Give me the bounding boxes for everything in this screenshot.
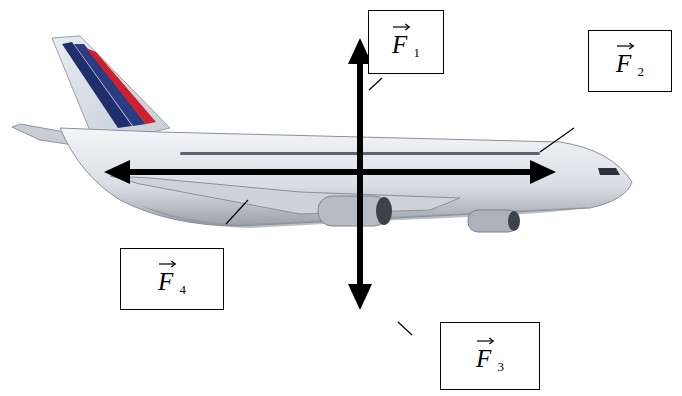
force-arrows bbox=[104, 38, 556, 310]
tail-stripe bbox=[74, 44, 146, 126]
vector-letter: F bbox=[392, 31, 407, 59]
force-label-box: F3 bbox=[440, 322, 540, 390]
vector-arrow bbox=[392, 23, 411, 31]
force-symbol: F1 bbox=[392, 23, 420, 61]
vector-index: 4 bbox=[179, 282, 186, 297]
leader-lines bbox=[226, 78, 574, 335]
near-wing bbox=[110, 176, 460, 214]
force-symbol: F3 bbox=[476, 337, 504, 375]
vector-letter: F bbox=[158, 268, 173, 296]
tail-fin bbox=[52, 36, 170, 140]
vector-arrow bbox=[476, 337, 495, 345]
vector-index: 3 bbox=[497, 359, 504, 374]
engine bbox=[468, 210, 520, 232]
engine bbox=[318, 196, 392, 226]
vector-letter: F bbox=[616, 50, 631, 78]
vector-index: 1 bbox=[413, 45, 420, 60]
force-symbol: F4 bbox=[158, 260, 186, 298]
vector-arrow bbox=[158, 260, 177, 268]
vector-arrow bbox=[616, 42, 635, 50]
vector-letter: F bbox=[476, 345, 491, 373]
cockpit-window bbox=[598, 168, 620, 175]
force-symbol: F2 bbox=[616, 42, 644, 80]
force-label-box: F2 bbox=[588, 30, 672, 92]
force-label-box: F4 bbox=[120, 248, 224, 310]
vector-index: 2 bbox=[637, 64, 644, 79]
tail-stripe bbox=[86, 48, 156, 124]
force-label-box: F1 bbox=[368, 10, 444, 74]
